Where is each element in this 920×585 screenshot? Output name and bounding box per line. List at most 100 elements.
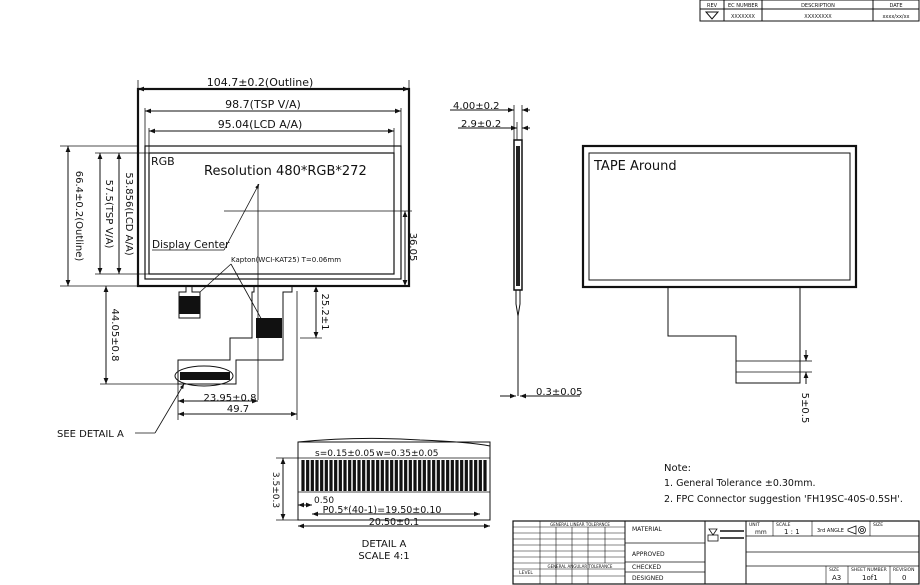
pin-width-dim: w=0.35±0.05 [376, 449, 439, 459]
connector-pin [390, 460, 394, 491]
size-header-label: SIZE [873, 522, 883, 528]
note-2: 2. FPC Connector suggestion 'FH19SC-40S-… [664, 494, 903, 505]
display-center-label: Display Center [152, 239, 230, 251]
tolerance-table: GENERAL LINEAR TOLERANCE GENERAL ANGULAR… [513, 521, 625, 584]
connector-pin [380, 460, 384, 491]
connector-pin [404, 460, 408, 491]
contact-length-dim: 3.5±0.3 [270, 472, 280, 508]
date-header: DATE [889, 3, 902, 9]
connector-pin [320, 460, 324, 491]
rev-header: REV [707, 3, 718, 9]
approved-label: APPROVED [632, 551, 665, 558]
outline-height-dim: 66.4±0.2(Outline) [73, 171, 84, 262]
scale-value: 1 : 1 [784, 528, 800, 536]
company-logo [707, 528, 744, 542]
outline-width-dim: 104.7±0.2(Outline) [207, 76, 314, 89]
sheet-value: 1of1 [862, 574, 878, 582]
connector-pin [427, 460, 431, 491]
connector-pin [469, 460, 473, 491]
resolution-label: Resolution 480*RGB*272 [204, 164, 367, 179]
lcd-aa-rect [148, 152, 395, 275]
kapton-label: Kapton(WCI-KAT25) T=0.06mm [231, 256, 341, 264]
note-1: 1. General Tolerance ±0.30mm. [664, 478, 816, 489]
see-detail-label: SEE DETAIL A [57, 429, 124, 440]
pin-spacing-dim: s=0.15±0.05 [315, 449, 375, 459]
connector-pin [301, 460, 305, 491]
tape-around-label: TAPE Around [593, 159, 677, 174]
front-view: 104.7±0.2(Outline) 98.7(TSP V/A) 95.04(L… [57, 76, 418, 440]
connector-pin [366, 460, 370, 491]
tsp-va-rect [144, 145, 402, 280]
notes-heading: Note: [664, 463, 691, 474]
connector-pin [450, 460, 454, 491]
fpc-offset-dim: 25.2±1 [319, 293, 330, 330]
lcd-width-dim: 95.04(LCD A/A) [218, 118, 303, 131]
connector-pin [483, 460, 487, 491]
ec-number-header: EC NUMBER [728, 3, 759, 9]
fpc-pad-left [179, 296, 200, 314]
revision-triangle-icon [704, 11, 720, 20]
fpc-contacts [180, 372, 230, 380]
description-header: DESCRIPTION [801, 3, 835, 9]
level-label: LEVEL [519, 570, 533, 576]
material-label: MATERIAL [632, 526, 662, 533]
connector-pin [399, 460, 403, 491]
side-view: 4.00±0.2 2.9±0.2 0.3±0.05 [450, 101, 583, 399]
designed-label: DESIGNED [632, 575, 664, 582]
angular-header: GENERAL ANGULAR TOLERANCE [548, 564, 613, 569]
connector-pin [371, 460, 375, 491]
edge-offset-dim: 0.50 [314, 496, 334, 506]
fpc-length-dim: 44.05±0.8 [109, 309, 120, 362]
checked-label: CHECKED [632, 564, 661, 571]
detail-a: s=0.15±0.05 w=0.35±0.05 3.5±0.3 0.50 P0.… [270, 437, 491, 562]
notes: Note: 1. General Tolerance ±0.30mm. 2. F… [664, 463, 903, 505]
rgb-label: RGB [151, 155, 175, 168]
description-value: XXXXXXXX [804, 14, 832, 20]
connector-pin [324, 460, 328, 491]
pitch-dim: P0.5*(40-1)=19.50±0.10 [323, 505, 442, 516]
scale-label: SCALE [776, 522, 791, 528]
revision-value: 0 [902, 574, 906, 582]
third-angle-icon [847, 525, 866, 535]
connector-pin [441, 460, 445, 491]
stiffener-dim: 5±0.5 [799, 393, 810, 424]
connector-pin [306, 460, 310, 491]
detail-scale: SCALE 4:1 [358, 551, 409, 562]
ec-number-value: XXXXXXX [731, 14, 756, 20]
connector-pin [362, 460, 366, 491]
tol-header: GENERAL LINEAR TOLERANCE [550, 522, 610, 527]
detail-pins [301, 460, 487, 491]
connector-pin [348, 460, 352, 491]
connector-pin [338, 460, 342, 491]
connector-pin [315, 460, 319, 491]
fpc-span-dim: 49.7 [227, 404, 249, 415]
thickness-dim: 4.00±0.2 [453, 101, 500, 112]
center-offset-dim: 36.05 [407, 233, 418, 262]
angle-label: 3rd ANGLE [817, 528, 844, 534]
connector-pin [422, 460, 426, 491]
unit-label: UNIT [749, 522, 760, 528]
detail-a-circle [174, 365, 234, 387]
connector-pin [394, 460, 398, 491]
connector-pin [432, 460, 436, 491]
connector-pin [334, 460, 338, 491]
connector-pin [436, 460, 440, 491]
connector-pin [343, 460, 347, 491]
revision-block: REV EC NUMBER DESCRIPTION DATE XXXXXXX X… [699, 0, 920, 22]
tsp-height-dim: 57.5(TSP V/A) [103, 180, 114, 249]
detail-title: DETAIL A [362, 539, 407, 550]
connector-pin [455, 460, 459, 491]
sheet-label: SHEET NUMBER [851, 567, 887, 573]
unit-value: mm [755, 529, 767, 536]
connector-pin [408, 460, 412, 491]
fpc-pad-stiffener [256, 318, 282, 338]
size-label: SIZE [829, 567, 839, 573]
title-block: GENERAL LINEAR TOLERANCE GENERAL ANGULAR… [512, 520, 920, 585]
connector-pin [478, 460, 482, 491]
fpc-center-dim: 23.95±0.8 [204, 393, 257, 404]
date-value: xxxx/xx/xx [882, 14, 909, 20]
connector-pin [474, 460, 478, 491]
lcd-height-dim: 53.856(LCD A/A) [123, 172, 134, 255]
connector-pin [413, 460, 417, 491]
